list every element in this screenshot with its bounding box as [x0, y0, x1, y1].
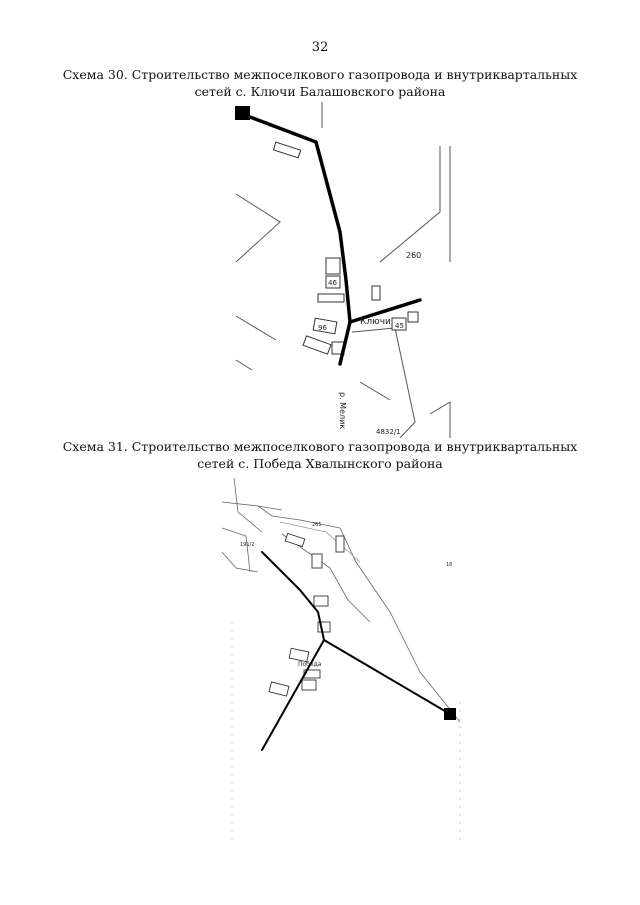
scheme-31-base-lines — [221, 477, 461, 842]
label-265: 265 — [312, 522, 322, 528]
scheme-31-map: 265 191/2 16 Победа — [221, 477, 461, 842]
scheme-31-caption: Схема 31. Строительство межпоселкового г… — [60, 438, 580, 472]
scheme-30-buildings — [272, 141, 419, 355]
scheme-31-title-line2: сетей с. Победа Хвалынского района — [197, 456, 443, 471]
scheme-31-gas-pipeline — [261, 551, 451, 751]
page-number: 32 — [311, 40, 329, 55]
label-village-pobeda: Победа — [298, 661, 322, 668]
label-river-melik: р. Мелик — [338, 392, 347, 429]
scheme-30-title-line1: Схема 30. Строительство межпоселкового г… — [62, 67, 578, 82]
label-260: 260 — [406, 251, 421, 260]
label-village-kluchi: Ключи — [360, 317, 391, 327]
scheme-30-map: 260 46 96 45 Ключи р. Мелик 4832/1 — [235, 102, 451, 438]
scheme-31-title-line1: Схема 31. Строительство межпоселкового г… — [62, 439, 578, 454]
scheme-31-buildings — [268, 532, 345, 697]
scheme-30-gas-pipeline — [240, 112, 422, 366]
label-45: 45 — [395, 322, 404, 330]
scheme-30-caption: Схема 30. Строительство межпоселкового г… — [60, 66, 580, 100]
label-191: 191/2 — [240, 542, 254, 548]
label-4832: 4832/1 — [376, 428, 401, 436]
label-16: 16 — [446, 562, 452, 568]
scheme-30-base-lines — [235, 102, 451, 438]
label-96: 96 — [318, 324, 327, 332]
scheme-30-title-line2: сетей с. Ключи Балашовского района — [194, 84, 446, 99]
gas-distribution-station-icon — [235, 106, 250, 120]
label-46: 46 — [328, 279, 337, 287]
gas-distribution-station-icon — [444, 708, 456, 720]
